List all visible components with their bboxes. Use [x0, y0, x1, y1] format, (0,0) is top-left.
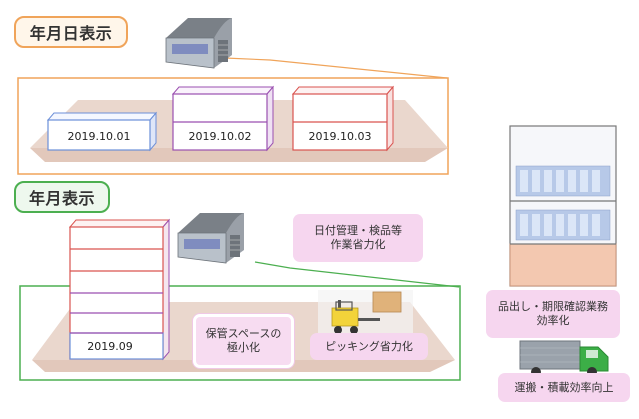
month-label: 2019.09 [87, 340, 133, 353]
warehouse-icon [165, 18, 232, 69]
top-floor-front [30, 148, 448, 162]
date-management-line1: 日付管理・検品等 [314, 224, 402, 237]
shipping-line2: 効率化 [536, 314, 570, 327]
storage-space-callout: 保管スペースの 極小化 [193, 314, 294, 368]
picking-text: ピッキング省力化 [325, 339, 413, 353]
transport-text: 運搬・積載効率向上 [514, 380, 614, 394]
year-month-label: 年月表示 [14, 181, 110, 213]
picking-callout: ピッキング省力化 [310, 333, 428, 360]
date-label-3: 2019.10.03 [309, 130, 372, 143]
top-callout-line [224, 57, 448, 79]
bottom-callout-line [254, 261, 460, 288]
truck-icon [519, 340, 609, 377]
storage-line2: 極小化 [227, 341, 260, 354]
shipping-line1: 品出し・期限確認業務 [498, 300, 608, 313]
warehouse-icon-2 [177, 213, 244, 264]
date-box-3 [291, 85, 395, 152]
display-shelf-icon [509, 125, 617, 287]
date-box-2 [171, 85, 275, 152]
date-label-2: 2019.10.02 [189, 130, 252, 143]
date-box-1 [46, 111, 158, 152]
storage-line1: 保管スペースの [205, 327, 282, 340]
transport-callout: 運搬・積載効率向上 [498, 373, 630, 402]
forklift-icon [318, 290, 413, 334]
date-management-line2: 作業省力化 [330, 238, 386, 251]
stacked-box [68, 218, 171, 361]
date-management-callout: 日付管理・検品等 作業省力化 [293, 214, 423, 262]
year-month-day-label: 年月日表示 [14, 16, 128, 48]
shipping-callout: 品出し・期限確認業務 効率化 [486, 290, 620, 338]
date-label-1: 2019.10.01 [68, 130, 131, 143]
